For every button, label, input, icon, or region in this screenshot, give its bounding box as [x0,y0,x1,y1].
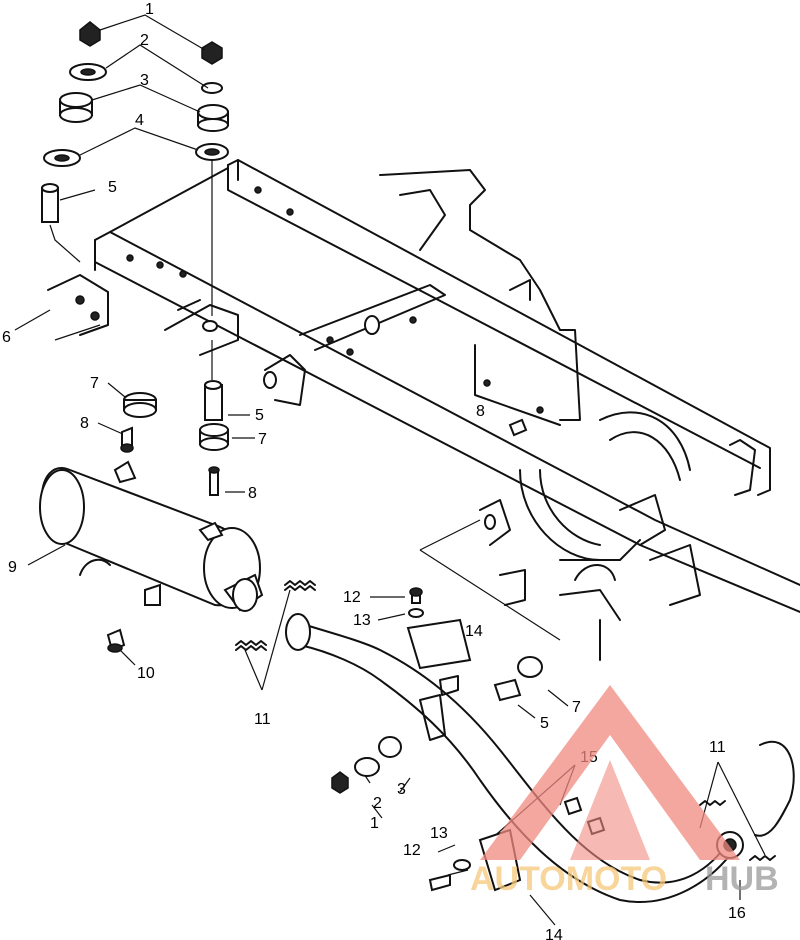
callout-label: 6 [2,329,11,346]
callout-label: 14 [545,927,563,940]
callout-label: 1 [145,1,154,18]
callout-label: 7 [572,699,581,716]
callout-label: 3 [397,781,406,798]
top-left-stack [41,21,107,263]
callout-label: 5 [540,715,549,732]
mid-left-parts [120,380,528,496]
springs [235,580,776,861]
chassis-frame [47,159,800,661]
callout-label: 10 [137,665,155,682]
watermark-text-part1: AUTOMOTO [470,860,667,898]
callout-label: 16 [728,905,746,922]
callout-label: 12 [403,842,421,859]
callout-label: 4 [135,112,144,129]
sleeve-part [41,187,59,223]
callout-label: 11 [709,739,726,756]
callout-label: 12 [343,589,361,606]
top-center-stack [195,41,229,380]
callout-label: 9 [8,559,17,576]
watermark-logo: AUTOMOTO HUB [470,685,779,898]
nut-part [79,21,101,47]
watermark-triangle [480,685,740,860]
callout-label: 11 [254,711,271,728]
callout-label: 5 [255,407,264,424]
callout-label: 5 [108,179,117,196]
callout-label: 3 [140,72,149,89]
callout-label: 2 [373,795,382,812]
callout-label: 14 [465,623,483,640]
callout-label: 13 [353,612,371,629]
callout-label: 8 [80,415,89,432]
callout-label: 2 [140,32,149,49]
callout-label: 13 [430,825,448,842]
callout-label: 7 [90,375,99,392]
callout-label: 7 [258,431,267,448]
muffler [39,460,264,653]
watermark-text-part2: HUB [705,860,779,898]
callout-label: 8 [248,485,257,502]
callout-label: 1 [370,815,379,832]
callout-labels: 1 2 3 4 5 6 7 8 5 7 8 8 9 10 11 12 13 14… [2,1,746,940]
callout-label: 8 [476,403,485,420]
